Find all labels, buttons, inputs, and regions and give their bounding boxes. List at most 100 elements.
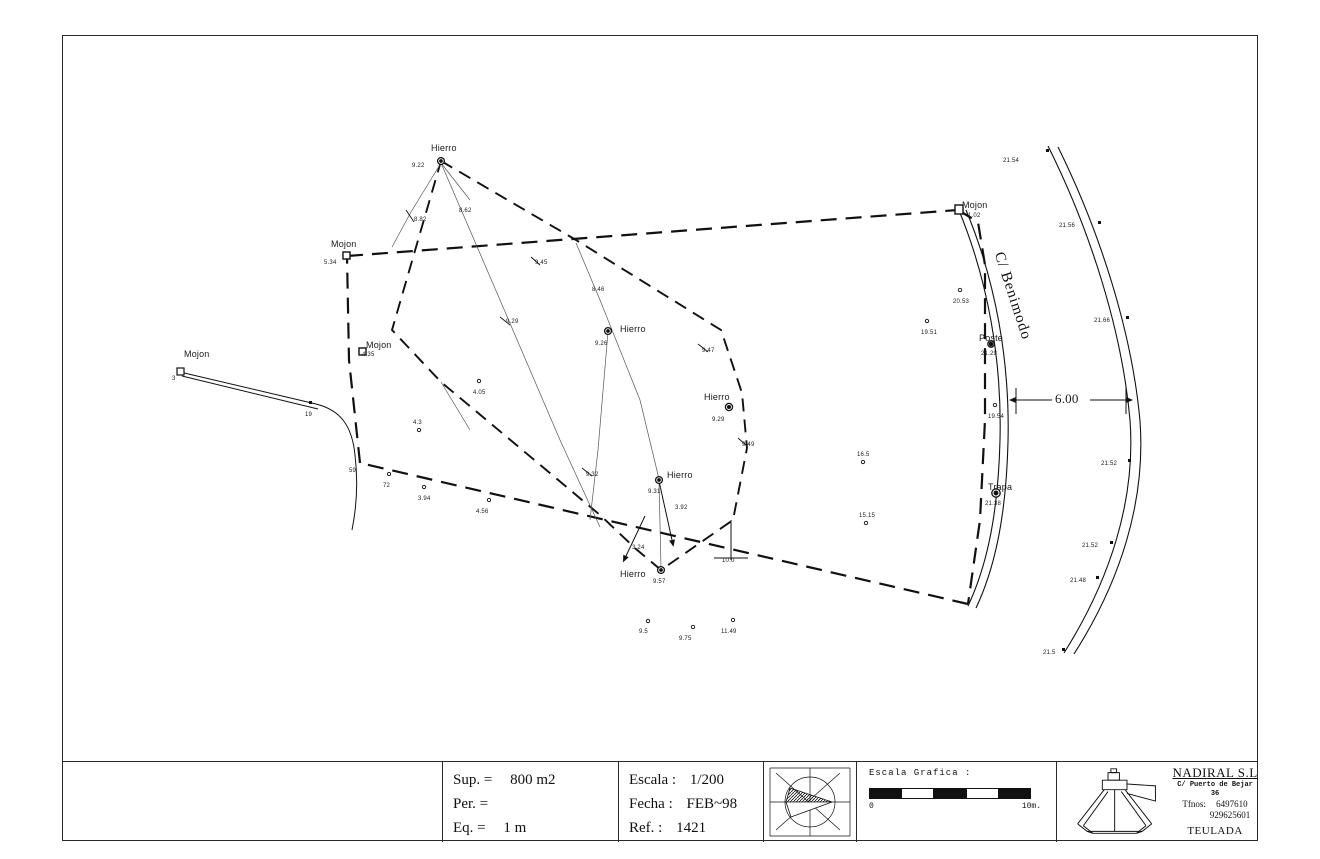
marker-elevation-3: 1.02 [968, 213, 981, 219]
title-block-meta: Escala : 1/200 Fecha : FEB~98 Ref. : 142… [619, 762, 764, 842]
street-edges [957, 145, 1142, 655]
spot-height-17: 19 [305, 412, 313, 418]
sup-label: Sup. = [453, 772, 493, 788]
spot-height-32: 21.5 [1043, 650, 1056, 656]
marker-elevation-8: 9.57 [653, 579, 666, 585]
marker-elevation-6: 9.29 [712, 417, 725, 423]
spot-height-13: 3.94 [418, 496, 431, 502]
company-phone-label: Tfnos: [1182, 798, 1206, 809]
spot-height-18: 9.5 [639, 629, 648, 635]
spot-height-23: 19.54 [988, 414, 1005, 420]
spot-height-4: 9.29 [506, 319, 519, 325]
marker-name-poste-9: Poste [979, 333, 1004, 343]
scale-start-label: 0 [869, 802, 874, 811]
fecha-label: Fecha : [629, 796, 673, 812]
marker-elevation-1: 5.34 [324, 260, 337, 266]
spot-height-22: 20.53 [953, 299, 970, 305]
company-phone-1: 6497610 [1216, 798, 1248, 809]
scale-end-label: 10m. [1021, 802, 1041, 811]
spot-height-26: 21.54 [1003, 158, 1020, 164]
spot-height-16: 59 [349, 468, 357, 474]
mojon-marker-square [176, 367, 185, 376]
spot-height-20: 11.49 [721, 629, 737, 635]
spot-height-0: 8.82 [414, 217, 427, 223]
fecha-value: FEB~98 [686, 796, 738, 812]
marker-name-hierro-4: Hierro [431, 143, 457, 153]
compass-rose-icon [769, 767, 851, 837]
marker-name-mojon-2: Mojon [366, 340, 392, 350]
road-point-dots [1046, 149, 1131, 651]
company-city: TEULADA [1187, 825, 1243, 838]
marker-name-hierro-5: Hierro [620, 324, 646, 334]
spot-height-12: 4.3 [413, 420, 422, 426]
graphic-scale-title: Escala Grafica : [869, 768, 972, 778]
marker-name-hierro-7: Hierro [667, 470, 693, 480]
escala-label: Escala : [629, 772, 677, 788]
contour-ticks [405, 209, 748, 477]
graphic-scale-cell: Escala Grafica : 0 10m. [857, 762, 1057, 842]
marker-elevation-10: 21.38 [985, 501, 1002, 507]
marker-elevation-2: 4.35 [362, 352, 375, 358]
sup-value: 800 m2 [510, 772, 556, 788]
parcel-boundary [345, 208, 987, 606]
spot-height-8: 3.92 [675, 505, 688, 511]
spot-height-24: 16.5 [857, 452, 870, 458]
spot-height-25: 15.15 [859, 513, 876, 519]
graphic-scale-ticks: 0 10m. [869, 802, 1041, 814]
tie-lines [391, 162, 662, 569]
spot-height-15: 72 [383, 483, 391, 489]
spot-height-28: 21.66 [1094, 318, 1111, 324]
spot-height-11: 4.05 [473, 390, 486, 396]
marker-name-mojon-3: Mojon [962, 200, 988, 210]
spot-height-5: 9.47 [702, 348, 715, 354]
title-block: Sup. = 800 m2 Per. = Eq. = 1 m Escala : … [62, 761, 1258, 842]
spot-height-31: 21.48 [1070, 578, 1087, 584]
north-compass-cell [764, 762, 857, 842]
eq-value: 1 m [503, 820, 527, 836]
marker-elevation-9: 21.29 [981, 351, 998, 357]
company-block: NADIRAL S.L C/ Puerto de Bejar 36 Tfnos:… [1057, 762, 1258, 842]
spot-height-14: 4.56 [476, 509, 489, 515]
street-width-dimension [1009, 388, 1133, 414]
street-width-label: 6.00 [1055, 391, 1079, 406]
marker-name-trapa-10: Trapa [988, 482, 1013, 492]
spot-height-10: 10.0 [722, 558, 735, 564]
access-path [179, 371, 358, 531]
spot-height-6: 9.49 [742, 442, 755, 448]
plot-polygon [390, 160, 748, 571]
marker-elevation-5: 9.26 [595, 341, 608, 347]
marker-elevation-0: 3 [172, 376, 176, 382]
spot-height-9: 3.24 [632, 545, 645, 551]
ref-label: Ref. : [629, 820, 663, 836]
sheet-border [62, 35, 1258, 841]
marker-name-hierro-6: Hierro [704, 392, 730, 402]
spot-height-27: 21.56 [1059, 223, 1076, 229]
theodolite-logo-icon [1077, 768, 1156, 834]
ref-value: 1421 [676, 820, 707, 836]
spot-height-2: 9.45 [535, 260, 548, 266]
company-phone-2: 929625601 [1209, 810, 1251, 820]
marker-name-mojon-0: Mojon [184, 349, 210, 359]
marker-name-hierro-8: Hierro [620, 569, 646, 579]
company-address: C/ Puerto de Bejar 36 [1177, 781, 1253, 798]
dimension-leaders [622, 480, 748, 563]
company-name: NADIRAL S.L [1172, 765, 1258, 780]
graphic-scale-bar [869, 788, 1031, 799]
title-block-blank-cell [62, 762, 443, 842]
per-label: Per. = [453, 796, 489, 812]
marker-name-mojon-1: Mojon [331, 239, 357, 249]
spot-height-3: 8.46 [592, 287, 605, 293]
spot-height-30: 21.52 [1082, 543, 1099, 549]
title-block-areas: Sup. = 800 m2 Per. = Eq. = 1 m [443, 762, 619, 842]
marker-elevation-7: 9.31 [648, 489, 661, 495]
spot-height-19: 9.75 [679, 636, 692, 642]
spot-height-21: 19.51 [921, 330, 938, 336]
spot-height-29: 21.52 [1101, 461, 1118, 467]
eq-label: Eq. = [453, 820, 486, 836]
escala-value: 1/200 [689, 772, 724, 788]
spot-height-7: 9.32 [586, 472, 599, 478]
marker-elevation-4: 9.22 [412, 163, 425, 169]
